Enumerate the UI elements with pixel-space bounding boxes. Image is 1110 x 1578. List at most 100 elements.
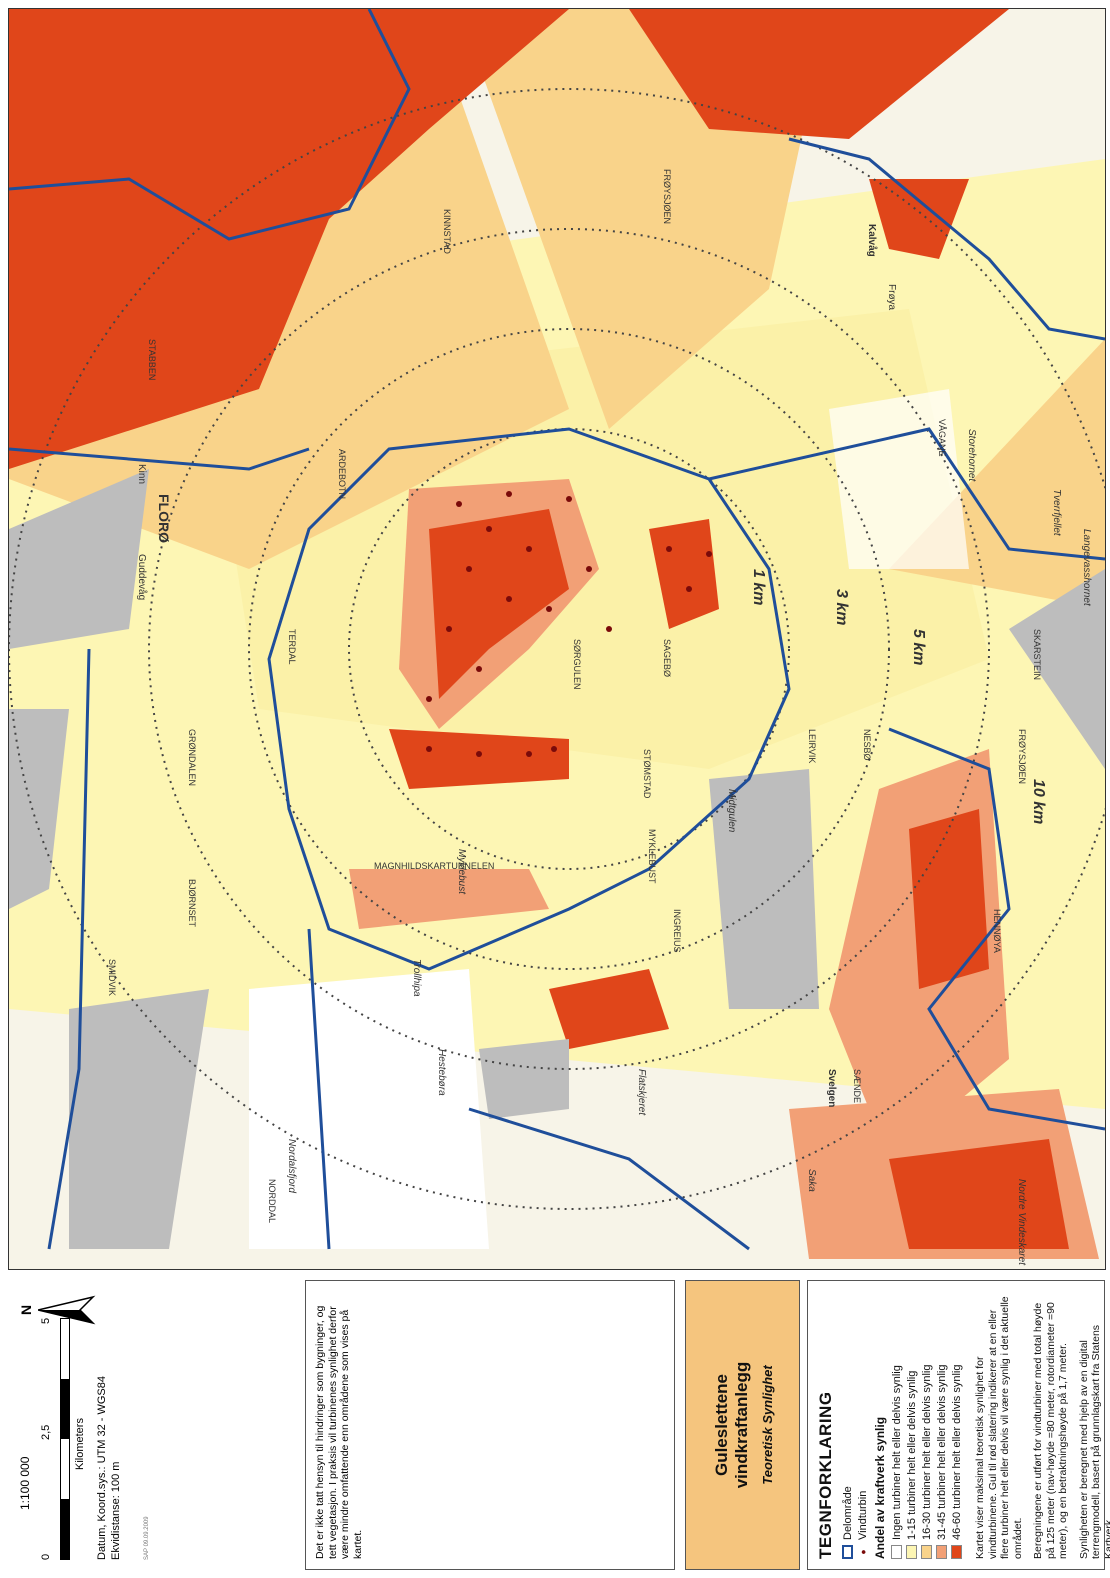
- zone-46-60-ne: [869, 179, 969, 259]
- turbine: [586, 566, 592, 572]
- subarea-boundaries: [9, 9, 1105, 1251]
- map-labels: 1 km 3 km 5 km 10 km FLORØ STABBEN KINNS…: [107, 169, 1092, 1266]
- label-hennoya: HENNØYA: [992, 909, 1002, 953]
- turbines: [426, 491, 712, 757]
- turbine: [466, 566, 472, 572]
- turbine: [426, 746, 432, 752]
- legend-label: 16-30 turbiner helt eller delvis synlig: [920, 1364, 933, 1540]
- contour-text: Ekvidistanse: 100 m: [110, 1461, 122, 1560]
- turbine: [486, 526, 492, 532]
- boundary-n: [788, 137, 1105, 341]
- label-skarstein: SKARSTEIN: [1032, 629, 1042, 680]
- scale-unit: Kilometers: [74, 1418, 86, 1470]
- visibility-map: 1 km 3 km 5 km 10 km FLORØ STABBEN KINNS…: [8, 8, 1106, 1270]
- label-ingreius: INGREIUS: [672, 909, 682, 953]
- label-guddevag: Guddevåg: [136, 554, 148, 600]
- label-kalvag: Kalvåg: [866, 224, 878, 257]
- label-tverrfjellet: Tverrfjellet: [1051, 489, 1062, 537]
- legend-label: 46-60 turbiner helt eller delvis synlig: [950, 1364, 963, 1540]
- label-stabben: STABBEN: [147, 339, 157, 380]
- label-midtgulen: Midtgulen: [726, 789, 737, 833]
- water-sw: [9, 709, 69, 909]
- label-nordalsfjord: Nordalsfjord: [286, 1139, 297, 1193]
- water-fjord: [709, 769, 819, 1009]
- legend-paragraph-3: Synligheten er beregnet med hjelp av en …: [1077, 1324, 1110, 1559]
- label-trollhipa: Trollhipa: [411, 959, 422, 997]
- label-sorgulen: SØRGULEN: [572, 639, 582, 690]
- datum-text: Datum, Koord.sys.: UTM 32 - WGS84: [96, 1376, 108, 1560]
- label-vagane: VÅGANE: [937, 419, 947, 457]
- label-hestebora: Hestebøra: [436, 1049, 447, 1096]
- map-title: Guleslettene vindkraftanlegg: [712, 1281, 752, 1569]
- legend-item-delomrade: Delområde: [840, 1291, 855, 1559]
- zone-46-60-turbine-east: [649, 519, 719, 629]
- swatch-icon: [921, 1545, 932, 1559]
- turbine: [666, 546, 672, 552]
- boundary-se: [468, 1107, 750, 1251]
- boundary-nw: [9, 9, 411, 241]
- label-stomstad: STØMSTAD: [642, 749, 652, 799]
- label-storehornet: Storehornet: [966, 429, 977, 482]
- scale-panel: 1:100 000 0 2,5 5 Kilometers Datum, Koor…: [8, 1280, 298, 1570]
- zone-31-45-south: [349, 869, 549, 929]
- label-nesbo: NESBØ: [862, 729, 872, 761]
- turbine: [526, 546, 532, 552]
- zone-46-60-n: [629, 9, 1009, 139]
- zone-46-60-south: [549, 969, 669, 1049]
- dot-icon: •: [854, 1549, 871, 1555]
- turbine: [686, 586, 692, 592]
- legend-panel: Guleslettene vindkraftanlegg Teoretisk S…: [685, 1280, 1110, 1570]
- label-smidvik: SMIDVIK: [107, 959, 117, 996]
- boundary-w: [9, 447, 310, 471]
- note-text: Det er ikke tatt hensyn til hindringer s…: [305, 1280, 675, 1570]
- legend-rotated: Guleslettene vindkraftanlegg Teoretisk S…: [685, 1280, 1110, 1570]
- scale-ratio: 1:100 000: [18, 1456, 32, 1510]
- zone-46-60-nw: [9, 9, 569, 469]
- label-magnhildskartunnelen: MAGNHILDSKARTUNNELEN: [374, 861, 494, 871]
- label-sagebo: SAGEBØ: [662, 639, 672, 677]
- ring-5km: [148, 228, 990, 1070]
- north-label: N: [18, 1304, 34, 1315]
- label-myklebust-italic: Myklebust: [456, 849, 467, 895]
- legend-class-3: 31-45 turbiner helt eller delvis synlig: [934, 1291, 949, 1559]
- scale-bar: 0 2,5 5: [40, 1290, 56, 1560]
- title-line-2: vindkraftanlegg: [732, 1361, 751, 1489]
- turbine: [706, 551, 712, 557]
- blue-outline-box-icon: [842, 1545, 853, 1559]
- legend-label: Ingen turbiner helt eller delvis synlig: [890, 1365, 903, 1540]
- label-svelgen: Svelgen: [826, 1069, 837, 1107]
- ring-label-5km: 5 km: [910, 629, 927, 665]
- label-saka: Saka: [806, 1169, 817, 1192]
- turbine: [566, 496, 572, 502]
- label-froysjoen: FRØYSJØEN: [662, 169, 672, 224]
- ring-label-3km: 3 km: [833, 589, 850, 625]
- turbine: [606, 626, 612, 632]
- swatch-icon: [906, 1545, 917, 1559]
- turbine: [476, 751, 482, 757]
- label-flatskjeret: Flatskjeret: [636, 1069, 647, 1116]
- title-line-1: Guleslettene: [712, 1373, 731, 1477]
- label-ardebotn: ARDEBOTN: [337, 449, 347, 499]
- land-invisible-east: [829, 389, 969, 569]
- label-bjornset: BJØRNSET: [187, 879, 197, 928]
- legend-box: TEGNFORKLARING Delområde • Vindturbin An…: [807, 1280, 1110, 1570]
- legend-class-0: Ingen turbiner helt eller delvis synlig: [889, 1291, 904, 1559]
- ring-label-1km: 1 km: [750, 569, 767, 605]
- legend-paragraph-1: Kartet viser maksimal teoretisk synlighe…: [974, 1296, 1024, 1559]
- ring-label-10km: 10 km: [1030, 779, 1047, 824]
- water-east: [1009, 569, 1105, 769]
- turbine: [426, 696, 432, 702]
- swatch-icon: [936, 1545, 947, 1559]
- label-kinnstad: KINNSTAD: [442, 209, 452, 254]
- water-west: [9, 469, 149, 649]
- label-grondalen: GRØNDALEN: [187, 729, 197, 786]
- label-leirvik: LEIRVIK: [807, 729, 817, 763]
- boundary-sw: [47, 648, 91, 1250]
- ring-3km: [248, 328, 890, 970]
- zone-46-60-turbine: [429, 509, 569, 699]
- legend-label: Delområde: [841, 1486, 854, 1540]
- credit-text: SAP 09.09.2009: [144, 1516, 150, 1560]
- label-norddal: NORDDAL: [267, 1179, 277, 1223]
- legend-label: 31-45 turbiner helt eller delvis synlig: [935, 1364, 948, 1540]
- scale-rotated: 1:100 000 0 2,5 5 Kilometers Datum, Koor…: [8, 1280, 298, 1570]
